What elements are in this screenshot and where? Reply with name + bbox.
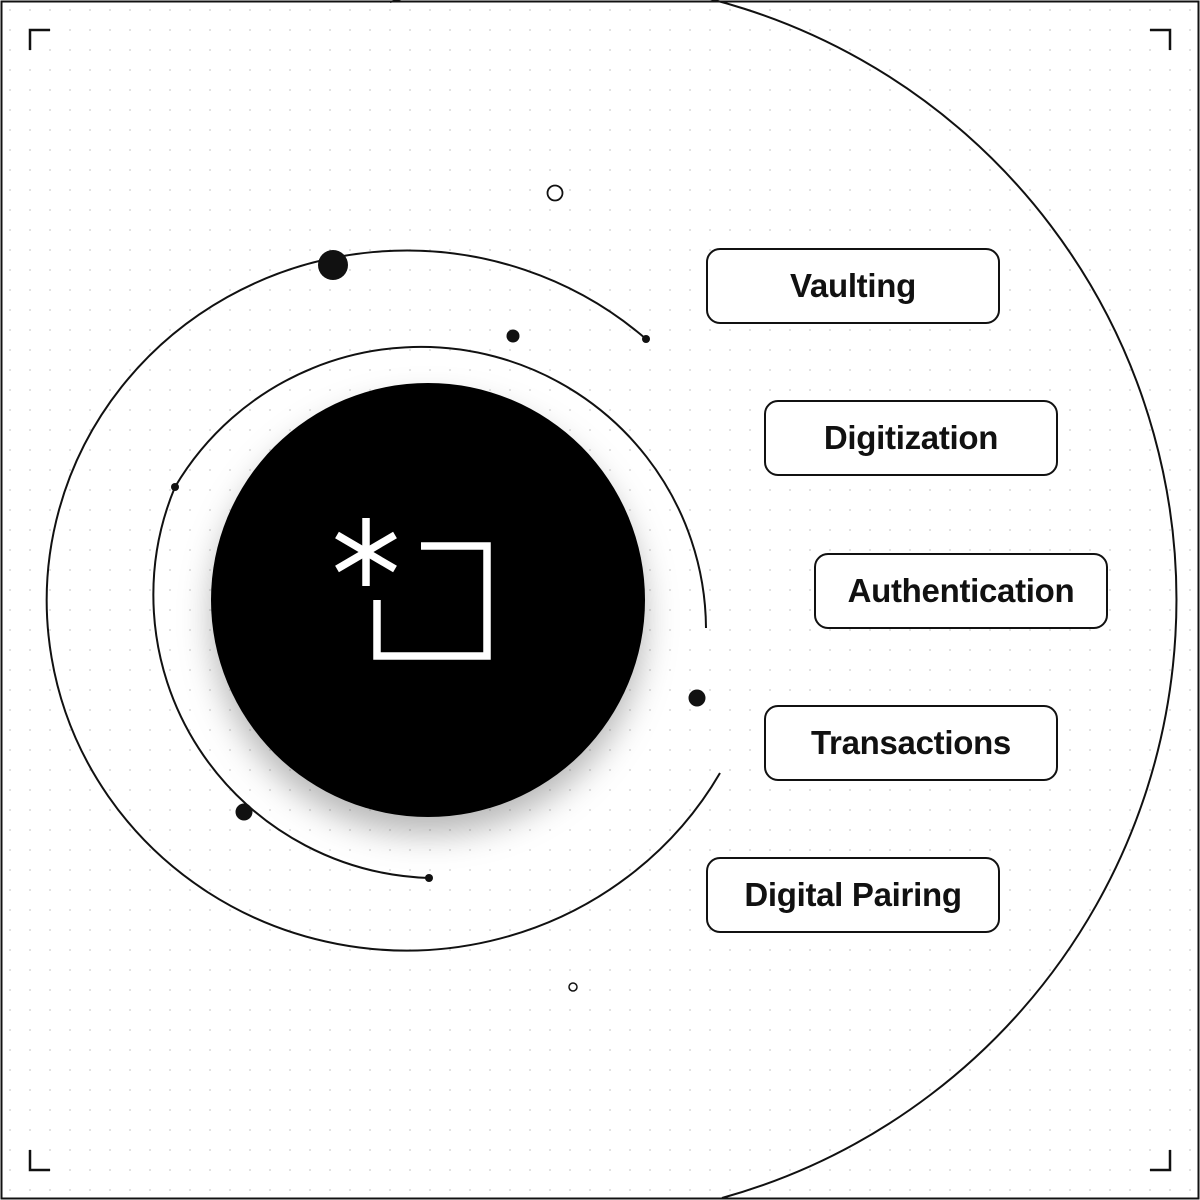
satellite-ring — [546, 184, 564, 202]
label-digital-pairing: Digital Pairing — [706, 857, 1000, 933]
central-disc — [211, 383, 645, 817]
corner-bracket-bottom-left — [28, 1150, 50, 1172]
satellites — [171, 250, 706, 882]
outer-orbit-arc — [389, 0, 1178, 1199]
satellite-dot — [425, 874, 433, 882]
satellite-dot — [688, 689, 706, 707]
label-authentication: Authentication — [814, 553, 1108, 629]
orbit-ring-outer — [45, 249, 721, 952]
corner-bracket-top-left — [28, 28, 50, 50]
label-digitization: Digitization — [764, 400, 1058, 476]
satellite-dot — [506, 329, 520, 343]
corner-brackets — [28, 28, 1172, 1172]
satellite-dot — [235, 803, 253, 821]
satellite-dot — [642, 335, 650, 343]
satellite-large-dot — [318, 250, 348, 280]
satellite-dot — [171, 483, 179, 491]
corner-bracket-bottom-right — [1150, 1150, 1172, 1172]
corner-bracket-top-right — [1150, 28, 1172, 50]
label-vaulting: Vaulting — [706, 248, 1000, 324]
satellite-ring — [568, 982, 578, 992]
label-transactions: Transactions — [764, 705, 1058, 781]
orbit-ring-inner-bottom — [152, 486, 430, 879]
asterisk-bracket-logo-icon — [335, 518, 491, 660]
orbit-ring-inner-top — [174, 345, 707, 629]
